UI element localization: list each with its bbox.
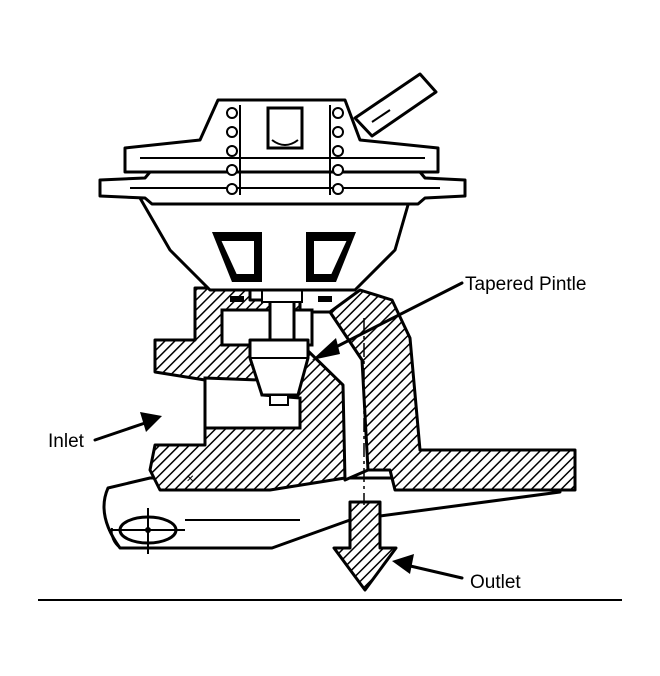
outlet-label: Outlet (470, 572, 521, 593)
inlet-arrow (93, 412, 162, 442)
tapered-pintle-label: Tapered Pintle (465, 274, 586, 295)
valve-body (148, 286, 577, 492)
valve-housing (138, 196, 412, 302)
diaphragm-flange (98, 170, 467, 206)
diaphragm-cover (123, 98, 440, 195)
inlet-label: Inlet (48, 431, 85, 452)
flange-mark: ✕ (186, 474, 194, 485)
vacuum-port (353, 72, 438, 138)
bolt-hole (108, 508, 185, 554)
outlet-flow-arrow (332, 500, 398, 592)
tapered-pintle (248, 338, 310, 406)
outlet-leader (392, 554, 464, 580)
pintle-leader (312, 281, 464, 360)
